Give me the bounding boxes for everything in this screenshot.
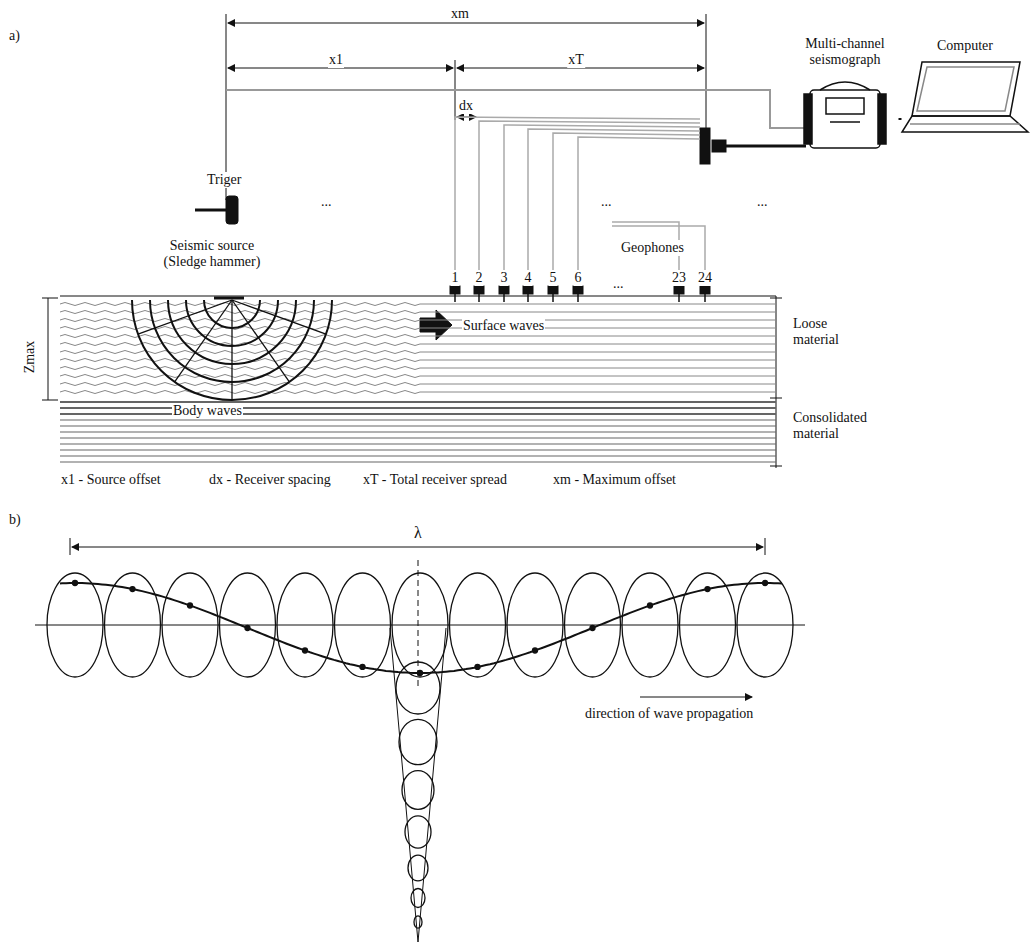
label: Surface waves [462, 318, 545, 334]
device-label: Computer [900, 38, 1030, 54]
label: xm [450, 6, 470, 22]
label: b) [8, 512, 22, 528]
label: dx - Receiver spacing [208, 472, 332, 488]
label: ... [320, 194, 333, 210]
device-label: Multi-channel seismograph [790, 36, 900, 68]
label: 23 [671, 270, 687, 286]
label: xT - Total receiver spread [362, 472, 508, 488]
label: direction of wave propagation [584, 706, 754, 722]
label: Consolidated material [792, 410, 890, 442]
label: Seismic source (Sledge hammer) [156, 238, 268, 270]
label: xm - Maximum offset [552, 472, 677, 488]
label: Zmax [22, 340, 38, 375]
label: x1 [328, 52, 344, 68]
label: Geophones [620, 240, 685, 256]
label: dx [458, 98, 474, 114]
label: Loose material [792, 316, 864, 348]
label: xT [567, 52, 585, 68]
label: ... [612, 276, 625, 292]
cable [899, 118, 902, 120]
label: ... [756, 194, 769, 210]
label: 2 [475, 270, 484, 286]
label: 4 [524, 270, 533, 286]
label: 3 [500, 270, 509, 286]
label: 24 [697, 270, 713, 286]
label: Body waves [172, 403, 243, 419]
label: λ [413, 525, 423, 541]
label: 5 [549, 270, 558, 286]
label: 6 [574, 270, 583, 286]
label: a) [8, 28, 21, 44]
device-icon [790, 72, 900, 152]
label: Triger [206, 172, 243, 188]
label: 1 [451, 270, 460, 286]
computer-device: Computer [900, 38, 1030, 138]
seismograph-device: Multi-channel seismograph [790, 36, 900, 152]
device-icon [900, 58, 1030, 138]
label: x1 - Source offset [60, 472, 162, 488]
label: ... [600, 194, 613, 210]
